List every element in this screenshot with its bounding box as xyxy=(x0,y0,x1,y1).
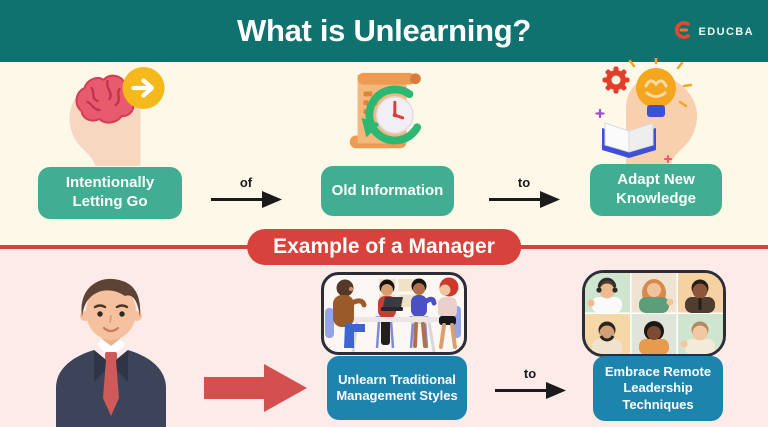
example-step-label-unlearn: Unlearn Traditional Management Styles xyxy=(327,356,467,420)
connector-to-top: to xyxy=(488,175,560,213)
step-label-intentionally-letting-go: Intentionally Letting Go xyxy=(38,167,182,219)
connector-to-top-label: to xyxy=(517,175,531,190)
head-lightbulb-gear-book-icon xyxy=(592,56,714,169)
right-arrow-icon xyxy=(494,382,566,404)
example-step-label-embrace: Embrace Remote Leadership Techniques xyxy=(593,356,723,421)
educba-e-swirl-icon xyxy=(672,19,694,46)
connector-of-label: of xyxy=(239,175,253,190)
connector-of: of xyxy=(210,175,282,213)
educba-logo: EDUCBA xyxy=(672,19,754,46)
step-label-old-information: Old Information xyxy=(321,166,454,216)
header-band: What is Unlearning? EDUCBA xyxy=(0,0,768,62)
head-brain-release-icon xyxy=(50,66,168,171)
big-red-arrow-icon xyxy=(204,362,308,419)
video-call-grid-illustration xyxy=(582,270,726,362)
connector-to-bottom: to xyxy=(494,366,566,404)
scroll-clock-history-icon xyxy=(338,64,436,169)
right-arrow-icon xyxy=(488,191,560,213)
right-arrow-icon xyxy=(210,191,282,213)
team-meeting-illustration xyxy=(321,272,467,360)
page-title: What is Unlearning? xyxy=(237,13,531,48)
connector-to-bottom-label: to xyxy=(523,366,537,381)
educba-logo-text: EDUCBA xyxy=(698,26,754,38)
step-label-adapt-new-knowledge: Adapt New Knowledge xyxy=(590,164,722,216)
example-banner: Example of a Manager xyxy=(247,229,521,265)
manager-illustration xyxy=(38,276,184,427)
